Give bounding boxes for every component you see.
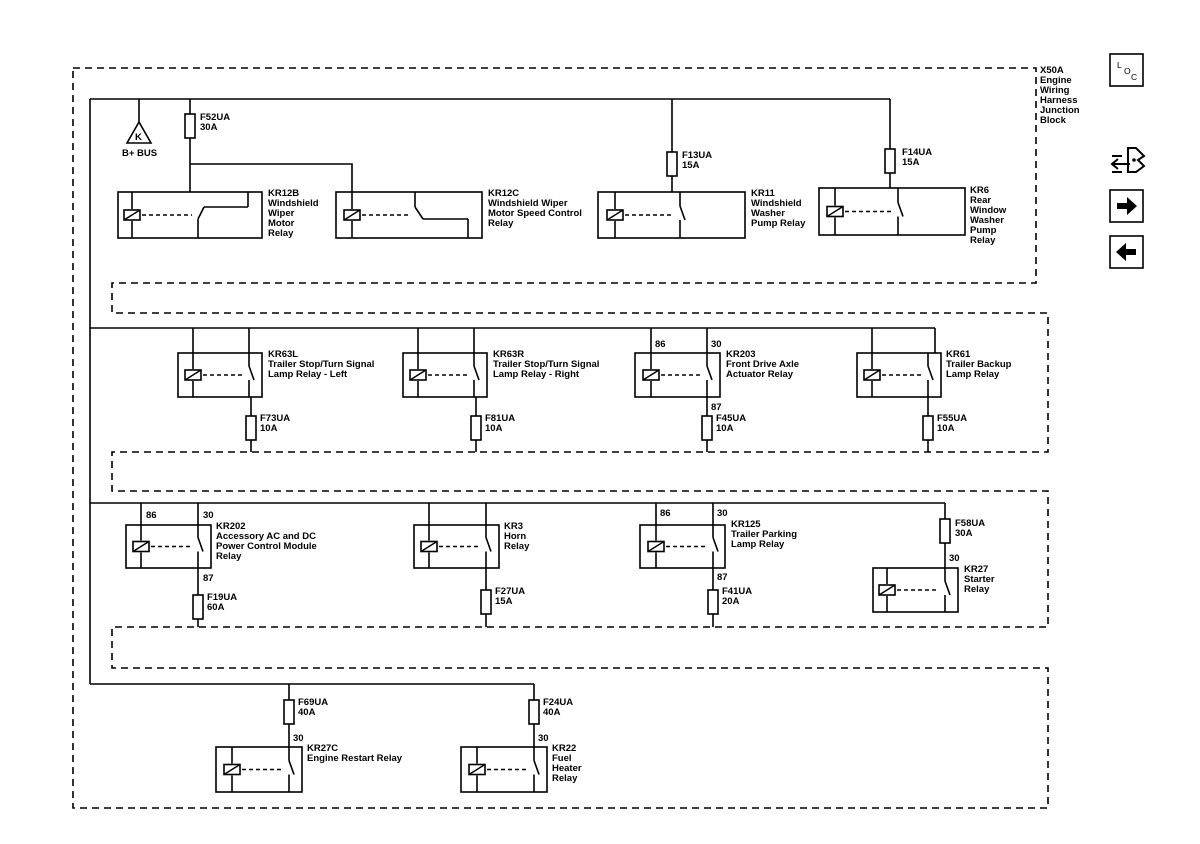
power-wires <box>89 98 946 747</box>
relay-kr6 <box>818 187 966 236</box>
svg-text:87: 87 <box>717 572 728 583</box>
next-page-button[interactable] <box>1109 189 1144 223</box>
svg-text:30: 30 <box>949 553 960 564</box>
svg-text:87: 87 <box>711 402 722 413</box>
relay-kr27 <box>872 567 959 613</box>
relay-kr3 <box>413 524 500 569</box>
junction-block-outline <box>72 67 1049 809</box>
loc-o-letter: O <box>1124 66 1131 76</box>
relay-kr203 <box>634 352 721 398</box>
relay-kr27c <box>215 746 303 793</box>
relay-kr63l <box>177 352 263 398</box>
pin-labels: 86 30 87 86 30 87 86 30 87 30 30 30 <box>146 339 960 744</box>
relay-kr125 <box>639 524 726 569</box>
svg-text:86: 86 <box>655 339 666 350</box>
previous-page-button[interactable] <box>1109 235 1144 269</box>
fuse-symbols <box>184 113 951 725</box>
bus-k-label: K <box>135 132 142 143</box>
relay-kr11 <box>597 191 746 239</box>
arrow-right-icon <box>1117 197 1137 215</box>
arrow-left-icon <box>1116 243 1136 261</box>
svg-text:30: 30 <box>203 510 214 521</box>
b-plus-bus-symbol: K <box>125 120 153 144</box>
relay-kr12b <box>117 191 263 239</box>
svg-text:30: 30 <box>717 508 728 519</box>
svg-text:30: 30 <box>538 733 549 744</box>
b-plus-bus-label: B+ BUS <box>122 148 157 159</box>
svg-text:30: 30 <box>711 339 722 350</box>
location-button[interactable]: L O C <box>1109 53 1144 87</box>
relay-kr61 <box>856 352 942 398</box>
connector-harness-icon[interactable] <box>1110 147 1146 173</box>
svg-text:30: 30 <box>293 733 304 744</box>
svg-text:86: 86 <box>146 510 157 521</box>
junction-block-label: X50A Engine Wiring Harness Junction Bloc… <box>1040 65 1082 126</box>
relay-kr12c <box>335 191 483 239</box>
relay-kr202 <box>125 524 212 569</box>
relay-kr63r <box>402 352 488 398</box>
relay-kr22 <box>460 746 548 793</box>
relays <box>117 187 966 793</box>
svg-text:86: 86 <box>660 508 671 519</box>
svg-text:87: 87 <box>203 573 214 584</box>
loc-l-letter: L <box>1117 60 1122 70</box>
loc-c-letter: C <box>1131 72 1137 82</box>
